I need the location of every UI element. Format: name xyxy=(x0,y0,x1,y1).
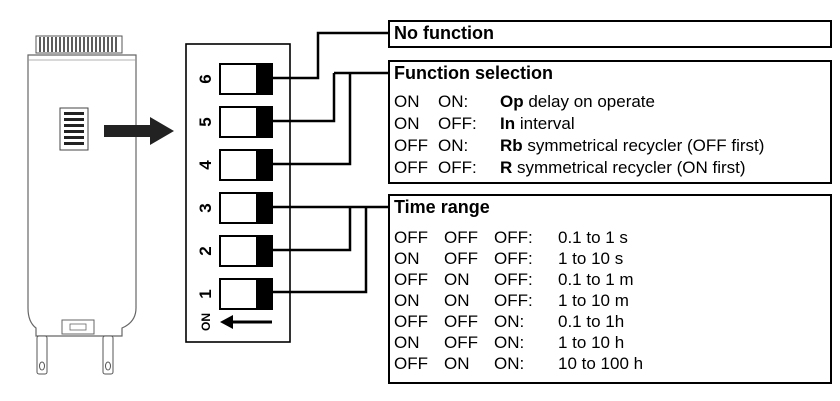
switch2-state: OFF xyxy=(444,333,478,352)
switch-number-2: 2 xyxy=(196,246,215,256)
function-text: delay on operate xyxy=(523,92,655,111)
switch5-state: ON xyxy=(394,92,420,111)
switch1-state: OFF: xyxy=(494,228,533,247)
switch3-state: OFF xyxy=(394,312,428,331)
switch1-state: ON: xyxy=(494,312,525,331)
switch-3 xyxy=(219,192,273,224)
switch4-state: ON: xyxy=(438,92,469,111)
switch-number-6: 6 xyxy=(196,74,215,84)
switch3-state: OFF xyxy=(394,354,428,373)
leader-lines xyxy=(272,31,388,294)
switch-6 xyxy=(219,63,273,95)
switch1-state: ON: xyxy=(494,333,525,352)
time-range-value: 0.1 to 1h xyxy=(558,312,625,331)
function-description: Op delay on operate xyxy=(500,92,655,112)
switch5-state: OFF xyxy=(394,158,428,177)
switch3-state: OFF xyxy=(394,228,428,247)
switch2-state: OFF xyxy=(444,312,478,331)
function-text: interval xyxy=(515,114,575,133)
on-label: ON xyxy=(199,313,213,331)
on-direction-arrow xyxy=(220,315,272,329)
function-selection-box: Function selection ON ON: Op delay on op… xyxy=(388,60,832,184)
switch-number-4: 4 xyxy=(196,160,215,170)
switch1-state: OFF: xyxy=(494,291,533,310)
switch1-state: ON: xyxy=(494,354,525,373)
function-code: In xyxy=(500,114,516,133)
switch-number-1: 1 xyxy=(196,289,215,299)
time-range-box: Time range OFF OFF OFF: 0.1 to 1 s ON OF… xyxy=(388,194,832,384)
switch3-state: ON xyxy=(394,333,420,352)
no-function-box: No function xyxy=(388,20,832,48)
switch-1 xyxy=(219,278,273,310)
time-range-title: Time range xyxy=(394,197,490,217)
time-range-value: 10 to 100 h xyxy=(558,354,644,373)
switch2-state: ON xyxy=(444,291,470,310)
time-range-value: 1 to 10 m xyxy=(558,291,629,310)
switch2-state: OFF xyxy=(444,249,478,268)
function-code: Op xyxy=(500,92,524,111)
function-description: In interval xyxy=(500,114,575,134)
switch1-state: OFF: xyxy=(494,249,533,268)
switch-5 xyxy=(219,106,273,138)
switch5-state: OFF xyxy=(394,136,428,155)
switch4-state: ON: xyxy=(438,136,469,155)
switch-4 xyxy=(219,149,273,181)
function-description: R symmetrical recycler (ON first) xyxy=(500,158,746,178)
function-selection-title: Function selection xyxy=(394,63,554,83)
switch3-state: OFF xyxy=(394,270,428,289)
switch2-state: ON xyxy=(444,270,470,289)
switch3-state: ON xyxy=(394,291,420,310)
function-text: symmetrical recycler (OFF first) xyxy=(522,136,765,155)
pointer-arrow xyxy=(104,117,174,145)
no-function-title: No function xyxy=(394,23,494,43)
switch1-state: OFF: xyxy=(494,270,533,289)
time-range-value: 1 to 10 h xyxy=(558,333,625,352)
switch2-state: OFF xyxy=(444,228,478,247)
time-range-value: 1 to 10 s xyxy=(558,249,624,268)
function-code: R xyxy=(500,158,513,177)
function-code: Rb xyxy=(500,136,523,155)
time-range-value: 0.1 to 1 s xyxy=(558,228,628,247)
switch4-state: OFF: xyxy=(438,158,477,177)
switch2-state: ON xyxy=(444,354,470,373)
relay-device xyxy=(27,35,137,375)
time-range-value: 0.1 to 1 m xyxy=(558,270,634,289)
function-text: symmetrical recycler (ON first) xyxy=(512,158,746,177)
switch-number-3: 3 xyxy=(196,203,215,213)
switch-2 xyxy=(219,235,273,267)
switch4-state: OFF: xyxy=(438,114,477,133)
switch5-state: ON xyxy=(394,114,420,133)
function-description: Rb symmetrical recycler (OFF first) xyxy=(500,136,764,156)
switch-number-5: 5 xyxy=(196,117,215,127)
switch3-state: ON xyxy=(394,249,420,268)
